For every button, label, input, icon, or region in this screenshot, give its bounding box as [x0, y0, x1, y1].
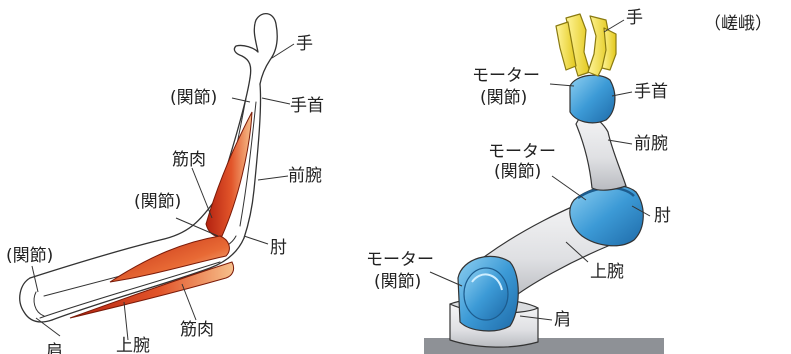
robot-hand-label: 手	[626, 8, 643, 28]
robot-shoulder-motor-label: モーター	[366, 250, 434, 270]
robot-forearm-label: 前腕	[634, 134, 668, 154]
robot-arm	[424, 14, 664, 354]
human-shoulder-label: 肩	[46, 342, 63, 354]
human-upperarm-label: 上腕	[116, 336, 150, 354]
robot-gripper	[556, 14, 616, 76]
robot-shoulder-joint-label: (関節)	[374, 272, 421, 292]
robot-wrist-motor	[570, 75, 615, 123]
robot-elbow-joint-label: (関節)	[494, 162, 541, 182]
human-muscle-upper-label: 筋肉	[172, 150, 206, 170]
robot-shoulder-motor-face	[464, 268, 508, 320]
human-wrist-joint-label: (関節)	[170, 88, 217, 108]
human-hand-outline	[234, 14, 277, 84]
robot-elbow-motor-label: モーター	[488, 142, 556, 162]
human-hand-label: 手	[296, 34, 313, 54]
robot-upperarm-label: 上腕	[590, 262, 624, 282]
robot-wrist-joint-label: (関節)	[480, 88, 527, 108]
robot-wrist-motor-label: モーター	[472, 66, 540, 86]
human-forearm-label: 前腕	[288, 166, 322, 186]
robot-wrist-label: 手首	[634, 82, 668, 102]
human-muscle-lower-label: 筋肉	[180, 320, 214, 340]
robot-elbow-label: 肘	[654, 206, 671, 226]
human-wrist-label: 手首	[290, 96, 324, 116]
robot-shoulder-label: 肩	[554, 310, 571, 330]
human-elbow-label: 肘	[270, 238, 287, 258]
credit-label: （嵯峨）	[704, 14, 772, 34]
human-elbow-joint-label: (関節)	[134, 192, 181, 212]
human-shoulder-joint-label: (関節)	[6, 246, 53, 266]
muscle-biceps-upper	[206, 112, 252, 236]
